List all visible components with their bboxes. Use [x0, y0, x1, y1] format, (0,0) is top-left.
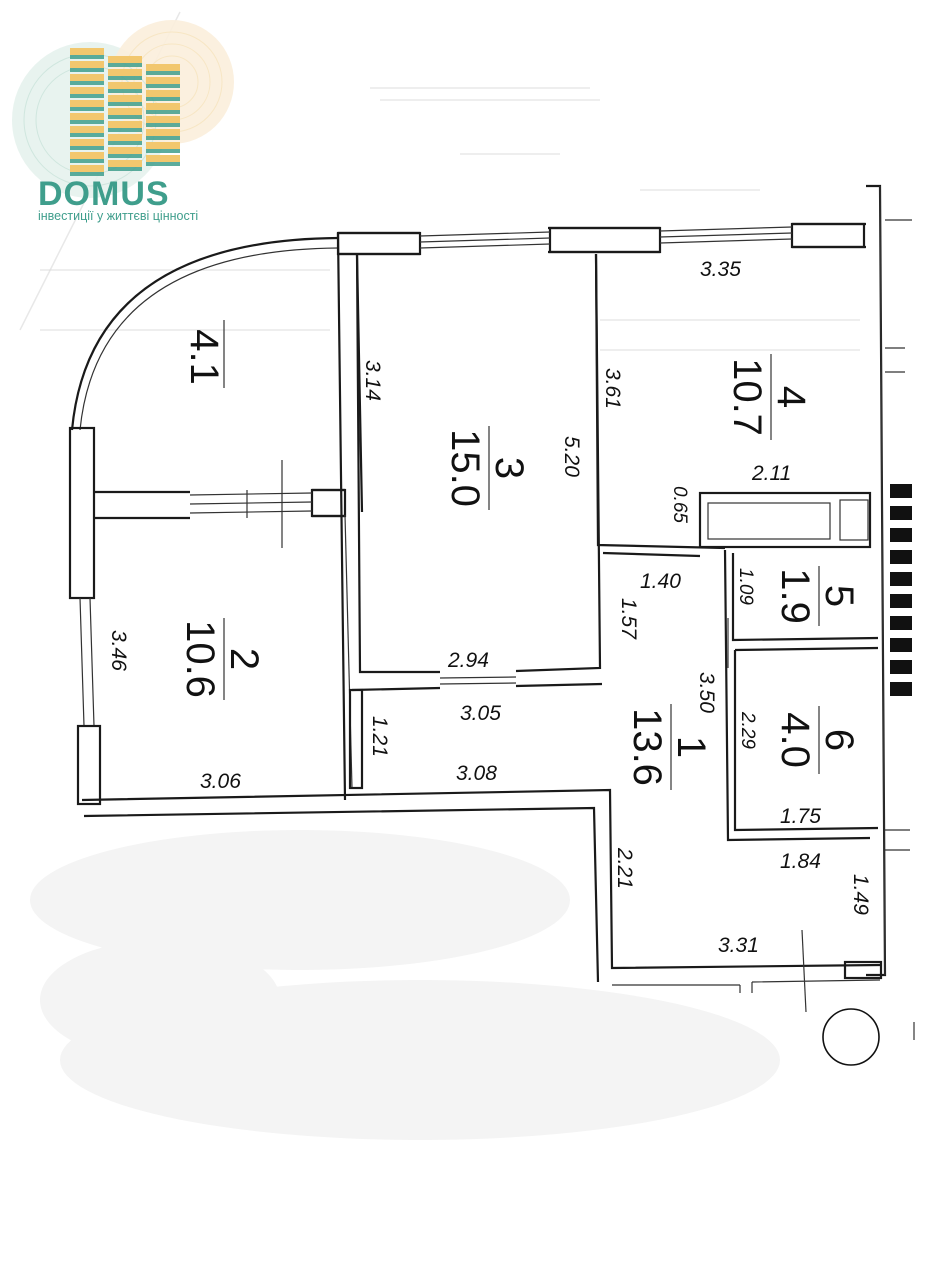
room-area: 4.0 [773, 712, 817, 768]
inner-walls [94, 232, 915, 1066]
room-labels: 4.1 2 10.6 3 15.0 4 10.7 5 1.9 6 4.0 [178, 320, 861, 790]
room-area: 1.9 [773, 568, 817, 624]
scan-marks [40, 87, 860, 351]
dim-label: 1.09 [735, 568, 756, 605]
logo-brand: DOMUS [38, 175, 170, 213]
room-area: 10.6 [178, 620, 222, 698]
room-number: 5 [817, 585, 861, 607]
stair-hatch [890, 484, 912, 696]
dim-label: 1.75 [780, 805, 821, 828]
dim-label: 3.14 [361, 360, 384, 401]
outer-walls [68, 184, 912, 993]
room-area: 4.1 [182, 329, 226, 385]
room-number: 1 [669, 736, 713, 758]
room-number: 3 [487, 457, 531, 479]
room-number: 6 [817, 729, 861, 751]
room-area: 10.7 [725, 358, 769, 436]
dim-label: 1.49 [849, 874, 872, 915]
dim-label: 1.84 [780, 850, 821, 873]
dim-label: 3.46 [107, 630, 130, 671]
dim-label: 5.20 [560, 436, 583, 477]
redacted-area [30, 830, 780, 1140]
dim-label: 3.31 [718, 934, 759, 957]
dim-label: 3.61 [601, 368, 624, 409]
dim-label: 1.40 [640, 570, 681, 593]
dim-label: 2.11 [751, 462, 791, 485]
room-number: 2 [222, 648, 266, 670]
dimension-labels: 3.35 3.14 3.61 5.20 2.11 0.65 1.40 1.57 … [107, 258, 872, 957]
dim-label: 0.65 [669, 486, 690, 523]
domus-logo: DOMUS інвестиції у життєві цінності [12, 11, 234, 331]
logo-tagline: інвестиції у життєві цінності [38, 209, 198, 223]
dim-label: 2.21 [613, 847, 636, 889]
dim-label: 3.08 [456, 762, 497, 785]
dim-label: 3.50 [695, 672, 718, 713]
dim-label: 3.06 [200, 770, 241, 793]
dim-label: 3.05 [460, 702, 501, 725]
dim-label: 3.35 [700, 258, 741, 281]
room-area: 13.6 [625, 708, 669, 786]
dim-label: 2.29 [737, 711, 758, 749]
room-area: 15.0 [443, 429, 487, 507]
dim-label: 1.21 [368, 716, 391, 757]
dim-label: 2.94 [447, 649, 489, 672]
buildings-icon [70, 48, 180, 176]
dim-label: 1.57 [617, 598, 640, 640]
room-number: 4 [769, 386, 813, 408]
door-circle-icon [822, 1008, 880, 1066]
